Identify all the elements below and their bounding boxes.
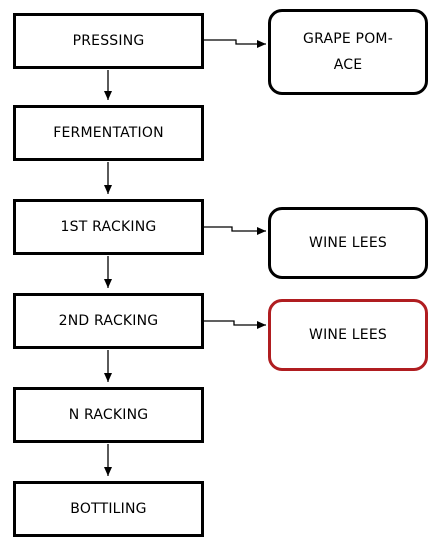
arrow-1st-racking-to-wine-lees (204, 226, 266, 235)
step-n-racking: N RACKING (13, 387, 204, 443)
output-label: WINE LEES (309, 235, 387, 251)
step-label: FERMENTATION (53, 125, 164, 141)
arrow-2nd-racking-to-wine-lees (204, 320, 266, 329)
output-wine-lees-2: WINE LEES (268, 299, 428, 371)
output-label: WINE LEES (309, 327, 387, 343)
step-1st-racking: 1ST RACKING (13, 199, 204, 255)
step-label: BOTTILING (70, 501, 147, 517)
arrow-pressing-to-grape-pomace (204, 39, 266, 48)
step-label: PRESSING (72, 33, 145, 49)
output-wine-lees-1: WINE LEES (268, 207, 428, 279)
step-label: N RACKING (68, 407, 149, 423)
step-fermentation: FERMENTATION (13, 105, 204, 161)
output-label: GRAPE POM- ACE (303, 31, 393, 73)
step-pressing: PRESSING (13, 13, 204, 69)
step-bottiling: BOTTILING (13, 481, 204, 537)
output-grape-pomace: GRAPE POM- ACE (268, 9, 428, 95)
step-2nd-racking: 2ND RACKING (13, 293, 204, 349)
step-label: 2ND RACKING (58, 313, 159, 329)
step-label: 1ST RACKING (60, 219, 157, 235)
